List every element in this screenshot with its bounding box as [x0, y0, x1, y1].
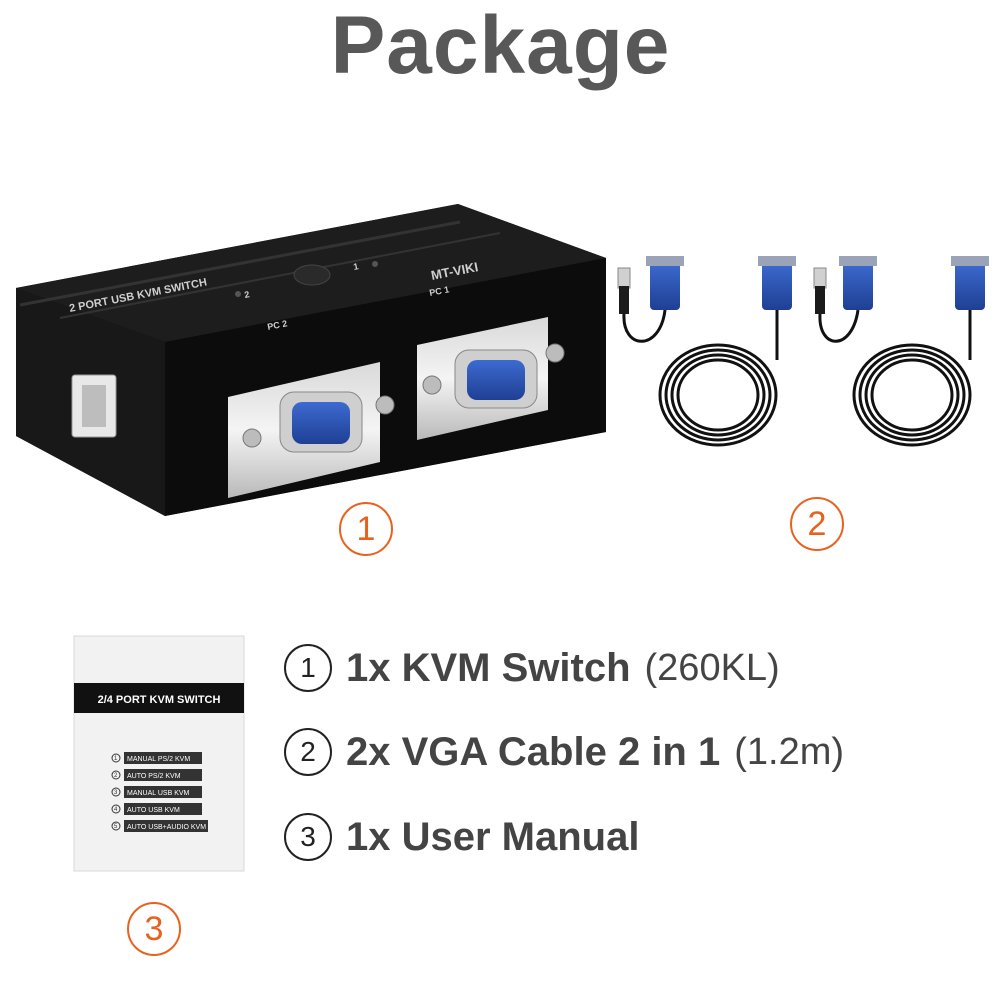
manual-model-num: 1 [114, 756, 118, 762]
manual-title: 2/4 PORT KVM SWITCH [98, 694, 221, 706]
manual-model-2: AUTO PS/2 KVM [111, 769, 202, 781]
list-item-text: 1x KVM Switch [346, 645, 631, 690]
manual-model-3: MANUAL USB KVM [111, 786, 202, 798]
list-item-number: 1 [284, 644, 332, 692]
list-item-kvm-switch: 1 1x KVM Switch (260KL) [284, 638, 780, 698]
user-manual: 2/4 PORT KVM SWITCH MANUAL PS/2 KVM AUTO… [73, 635, 245, 872]
manual-model-num: 3 [114, 790, 118, 796]
manual-model-name: AUTO PS/2 KVM [127, 773, 181, 780]
device-port-b: PC 2 [266, 318, 288, 332]
manual-model-name: MANUAL PS/2 KVM [127, 756, 190, 763]
list-item-text: 1x User Manual [346, 814, 640, 859]
device-port-a: PC 1 [428, 284, 450, 298]
list-item-number: 2 [284, 728, 332, 776]
manual-model-num: 2 [114, 773, 118, 779]
device-led-1: 1 [352, 261, 359, 272]
list-item-number: 3 [284, 813, 332, 861]
manual-model-num: 4 [114, 807, 118, 813]
list-item-user-manual: 3 1x User Manual [284, 807, 653, 867]
callout-1: 1 [339, 502, 393, 556]
list-item-vga-cable: 2 2x VGA Cable 2 in 1 (1.2m) [284, 722, 844, 782]
list-item-extra: (1.2m) [734, 730, 845, 773]
page-title: Package [330, 0, 671, 91]
manual-model-4: AUTO USB KVM [111, 803, 202, 815]
kvm-switch [16, 204, 606, 516]
manual-model-name: MANUAL USB KVM [127, 790, 190, 797]
device-led-2: 2 [243, 289, 250, 300]
manual-model-1: MANUAL PS/2 KVM [111, 752, 202, 764]
callout-2: 2 [790, 497, 844, 551]
manual-model-num: 5 [114, 824, 118, 830]
manual-model-5: AUTO USB+AUDIO KVM [111, 820, 208, 832]
callout-3: 3 [127, 902, 181, 956]
vga-cable-1 [617, 256, 796, 447]
vga-cable-2 [813, 256, 989, 447]
list-item-text: 2x VGA Cable 2 in 1 [346, 729, 721, 774]
manual-model-name: AUTO USB+AUDIO KVM [127, 824, 206, 831]
list-item-extra: (260KL) [644, 646, 780, 689]
manual-model-name: AUTO USB KVM [127, 807, 180, 814]
